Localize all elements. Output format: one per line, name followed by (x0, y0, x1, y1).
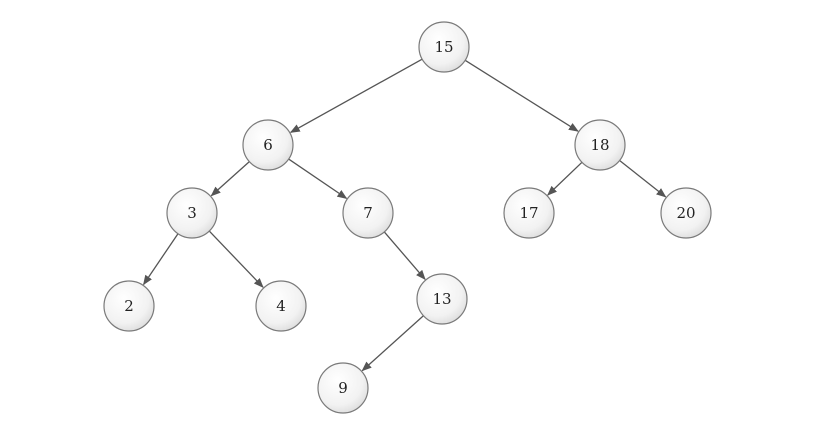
node-circle (317, 362, 369, 414)
tree-node-4: 4 (255, 280, 307, 332)
node-circle (166, 187, 218, 239)
node-label: 7 (363, 204, 373, 222)
tree-node-6: 6 (242, 119, 294, 171)
tree-node-7: 7 (342, 187, 394, 239)
tree-node-3: 3 (166, 187, 218, 239)
nodes: 15 6 18 3 7 17 20 2 4 13 9 (103, 21, 712, 414)
edge-n18-n20 (619, 159, 667, 198)
edge-n15-n6 (289, 58, 423, 133)
tree-node-9: 9 (317, 362, 369, 414)
edge-n13-n9 (361, 315, 424, 372)
tree-node-2: 2 (103, 280, 155, 332)
edge-n15-n18 (464, 59, 579, 132)
node-label: 17 (519, 204, 538, 222)
node-circle (103, 280, 155, 332)
edge-n3-n4 (208, 230, 264, 288)
edge-n3-n2 (143, 233, 179, 286)
node-circle (242, 119, 294, 171)
node-label: 3 (187, 204, 197, 222)
node-circle (574, 119, 626, 171)
node-label: 13 (432, 290, 451, 308)
edge-n6-n3 (210, 161, 250, 197)
node-label: 20 (676, 204, 695, 222)
node-label: 4 (276, 297, 286, 315)
edge-n18-n17 (547, 161, 583, 196)
node-label: 9 (338, 379, 348, 397)
node-label: 6 (263, 136, 273, 154)
node-label: 2 (124, 297, 134, 315)
tree-node-15: 15 (418, 21, 470, 73)
node-circle (503, 187, 555, 239)
node-circle (255, 280, 307, 332)
tree-node-20: 20 (660, 187, 712, 239)
node-circle (342, 187, 394, 239)
tree-node-17: 17 (503, 187, 555, 239)
node-label: 18 (590, 136, 609, 154)
node-circle (660, 187, 712, 239)
edges (143, 58, 667, 372)
node-circle (416, 273, 468, 325)
node-label: 15 (434, 38, 453, 56)
tree-node-13: 13 (416, 273, 468, 325)
node-circle (418, 21, 470, 73)
edge-n6-n7 (288, 158, 348, 199)
edge-n7-n13 (383, 231, 426, 281)
tree-node-18: 18 (574, 119, 626, 171)
